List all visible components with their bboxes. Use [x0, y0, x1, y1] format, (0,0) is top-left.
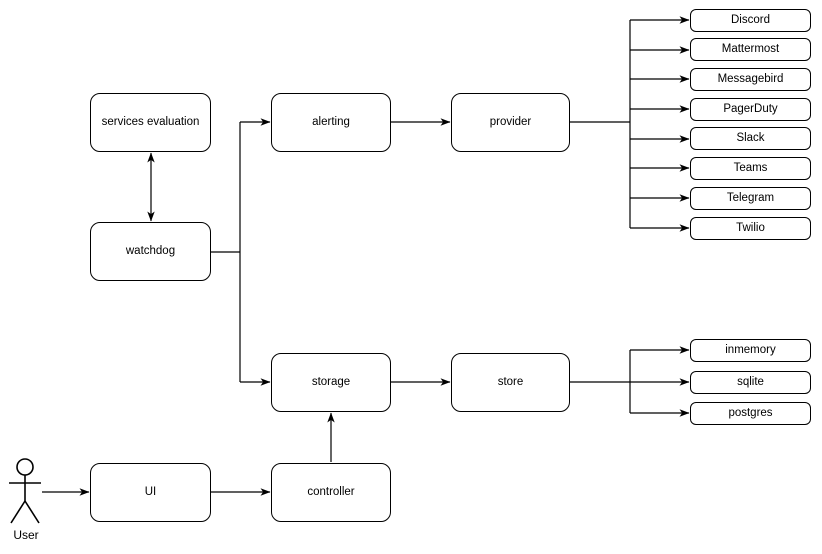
user-actor-figure [9, 458, 41, 524]
node-watchdog[interactable]: watchdog [90, 222, 211, 281]
node-controller[interactable]: controller [271, 463, 391, 522]
node-provider-messagebird[interactable]: Messagebird [690, 68, 811, 91]
node-store[interactable]: store [451, 353, 570, 412]
node-provider-teams[interactable]: Teams [690, 157, 811, 180]
user-actor-label: User [13, 528, 39, 542]
node-provider[interactable]: provider [451, 93, 570, 152]
node-provider-mattermost[interactable]: Mattermost [690, 38, 811, 61]
node-provider-twilio[interactable]: Twilio [690, 217, 811, 240]
node-provider-discord[interactable]: Discord [690, 9, 811, 32]
node-ui[interactable]: UI [90, 463, 211, 522]
node-store-inmemory[interactable]: inmemory [690, 339, 811, 362]
node-provider-slack[interactable]: Slack [690, 127, 811, 150]
node-storage[interactable]: storage [271, 353, 391, 412]
node-provider-pagerduty[interactable]: PagerDuty [690, 98, 811, 121]
node-provider-telegram[interactable]: Telegram [690, 187, 811, 210]
node-services-evaluation[interactable]: services evaluation [90, 93, 211, 152]
node-alerting[interactable]: alerting [271, 93, 391, 152]
node-store-sqlite[interactable]: sqlite [690, 371, 811, 394]
node-store-postgres[interactable]: postgres [690, 402, 811, 425]
